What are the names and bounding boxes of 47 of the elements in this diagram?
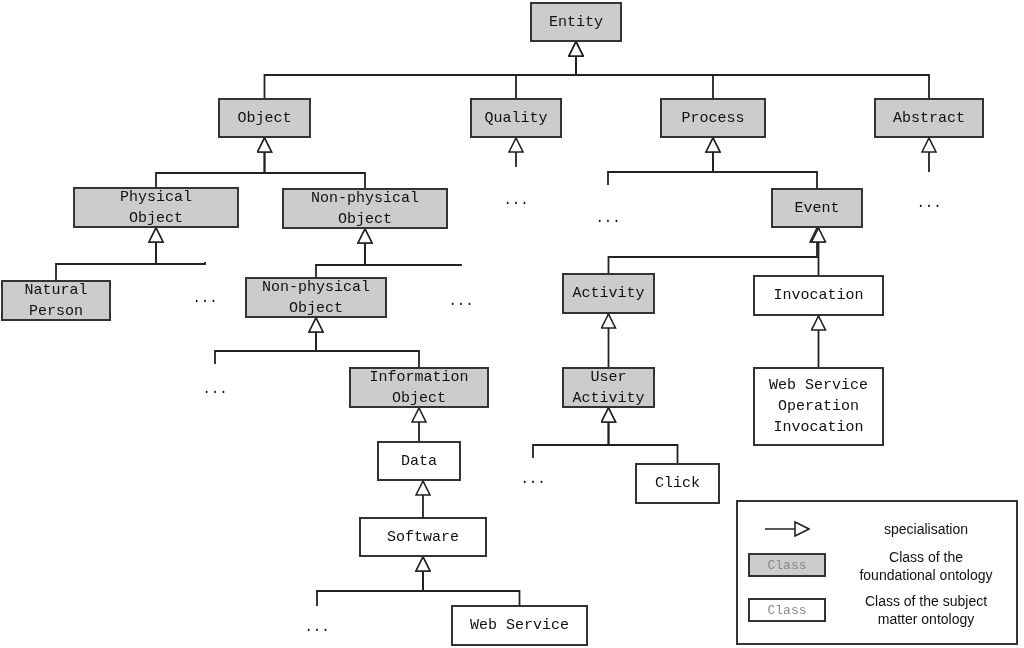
specialisation-arrow [357,228,462,266]
ellipsis-text: ... [195,364,235,398]
class-box: Web Service [451,605,588,646]
ellipsis-text: ... [588,185,628,227]
specialisation-arrow [411,407,427,442]
specialisation-arrow [308,317,420,368]
specialisation-arrow [568,41,930,99]
class-box: Web Service Operation Invocation [753,367,884,446]
specialisation-arrow [415,556,521,606]
class-box: Activity [562,273,655,314]
class-box: Entity [530,2,622,42]
class-box: Abstract [874,98,984,138]
specialisation-arrow [600,313,617,368]
legend-text: Class of the foundational ontology [858,548,994,584]
ellipsis-text: ... [909,172,949,212]
ellipsis-text: ... [496,167,536,209]
specialisation-arrow [508,137,524,168]
class-box: Data [377,441,461,481]
class-box: Natural Person [1,280,111,321]
ellipsis-text: ... [513,458,553,488]
class-box: Invocation [753,275,884,316]
class-box: Object [218,98,311,138]
class-box: Event [771,188,863,228]
class-box: Process [660,98,766,138]
legend-swatch: Class [748,598,826,622]
specialisation-arrow [810,315,827,368]
ellipsis-text: ... [297,606,337,636]
legend-text: specialisation [882,520,970,538]
specialisation-arrow [415,480,431,518]
class-box: User Activity [562,367,655,408]
specialisation-arrow [600,407,679,464]
class-box: Click [635,463,720,504]
class-box: Physical Object [73,187,239,228]
specialisation-arrow [148,227,206,265]
specialisation-arrow [256,137,366,189]
class-box: Non-physical Object [245,277,387,318]
ellipsis-text: ... [441,264,481,310]
class-box: Quality [470,98,562,138]
specialisation-arrow [921,137,937,173]
class-box: Software [359,517,487,557]
class-box: Information Object [349,367,489,408]
specialisation-arrow [705,137,818,189]
legend-text: Class of the subject matter ontology [863,592,989,628]
legend-swatch: Class [748,553,826,577]
ellipsis-text: ... [185,262,225,307]
specialisation-arrow [810,227,827,276]
class-box: Non-physical Object [282,188,448,229]
